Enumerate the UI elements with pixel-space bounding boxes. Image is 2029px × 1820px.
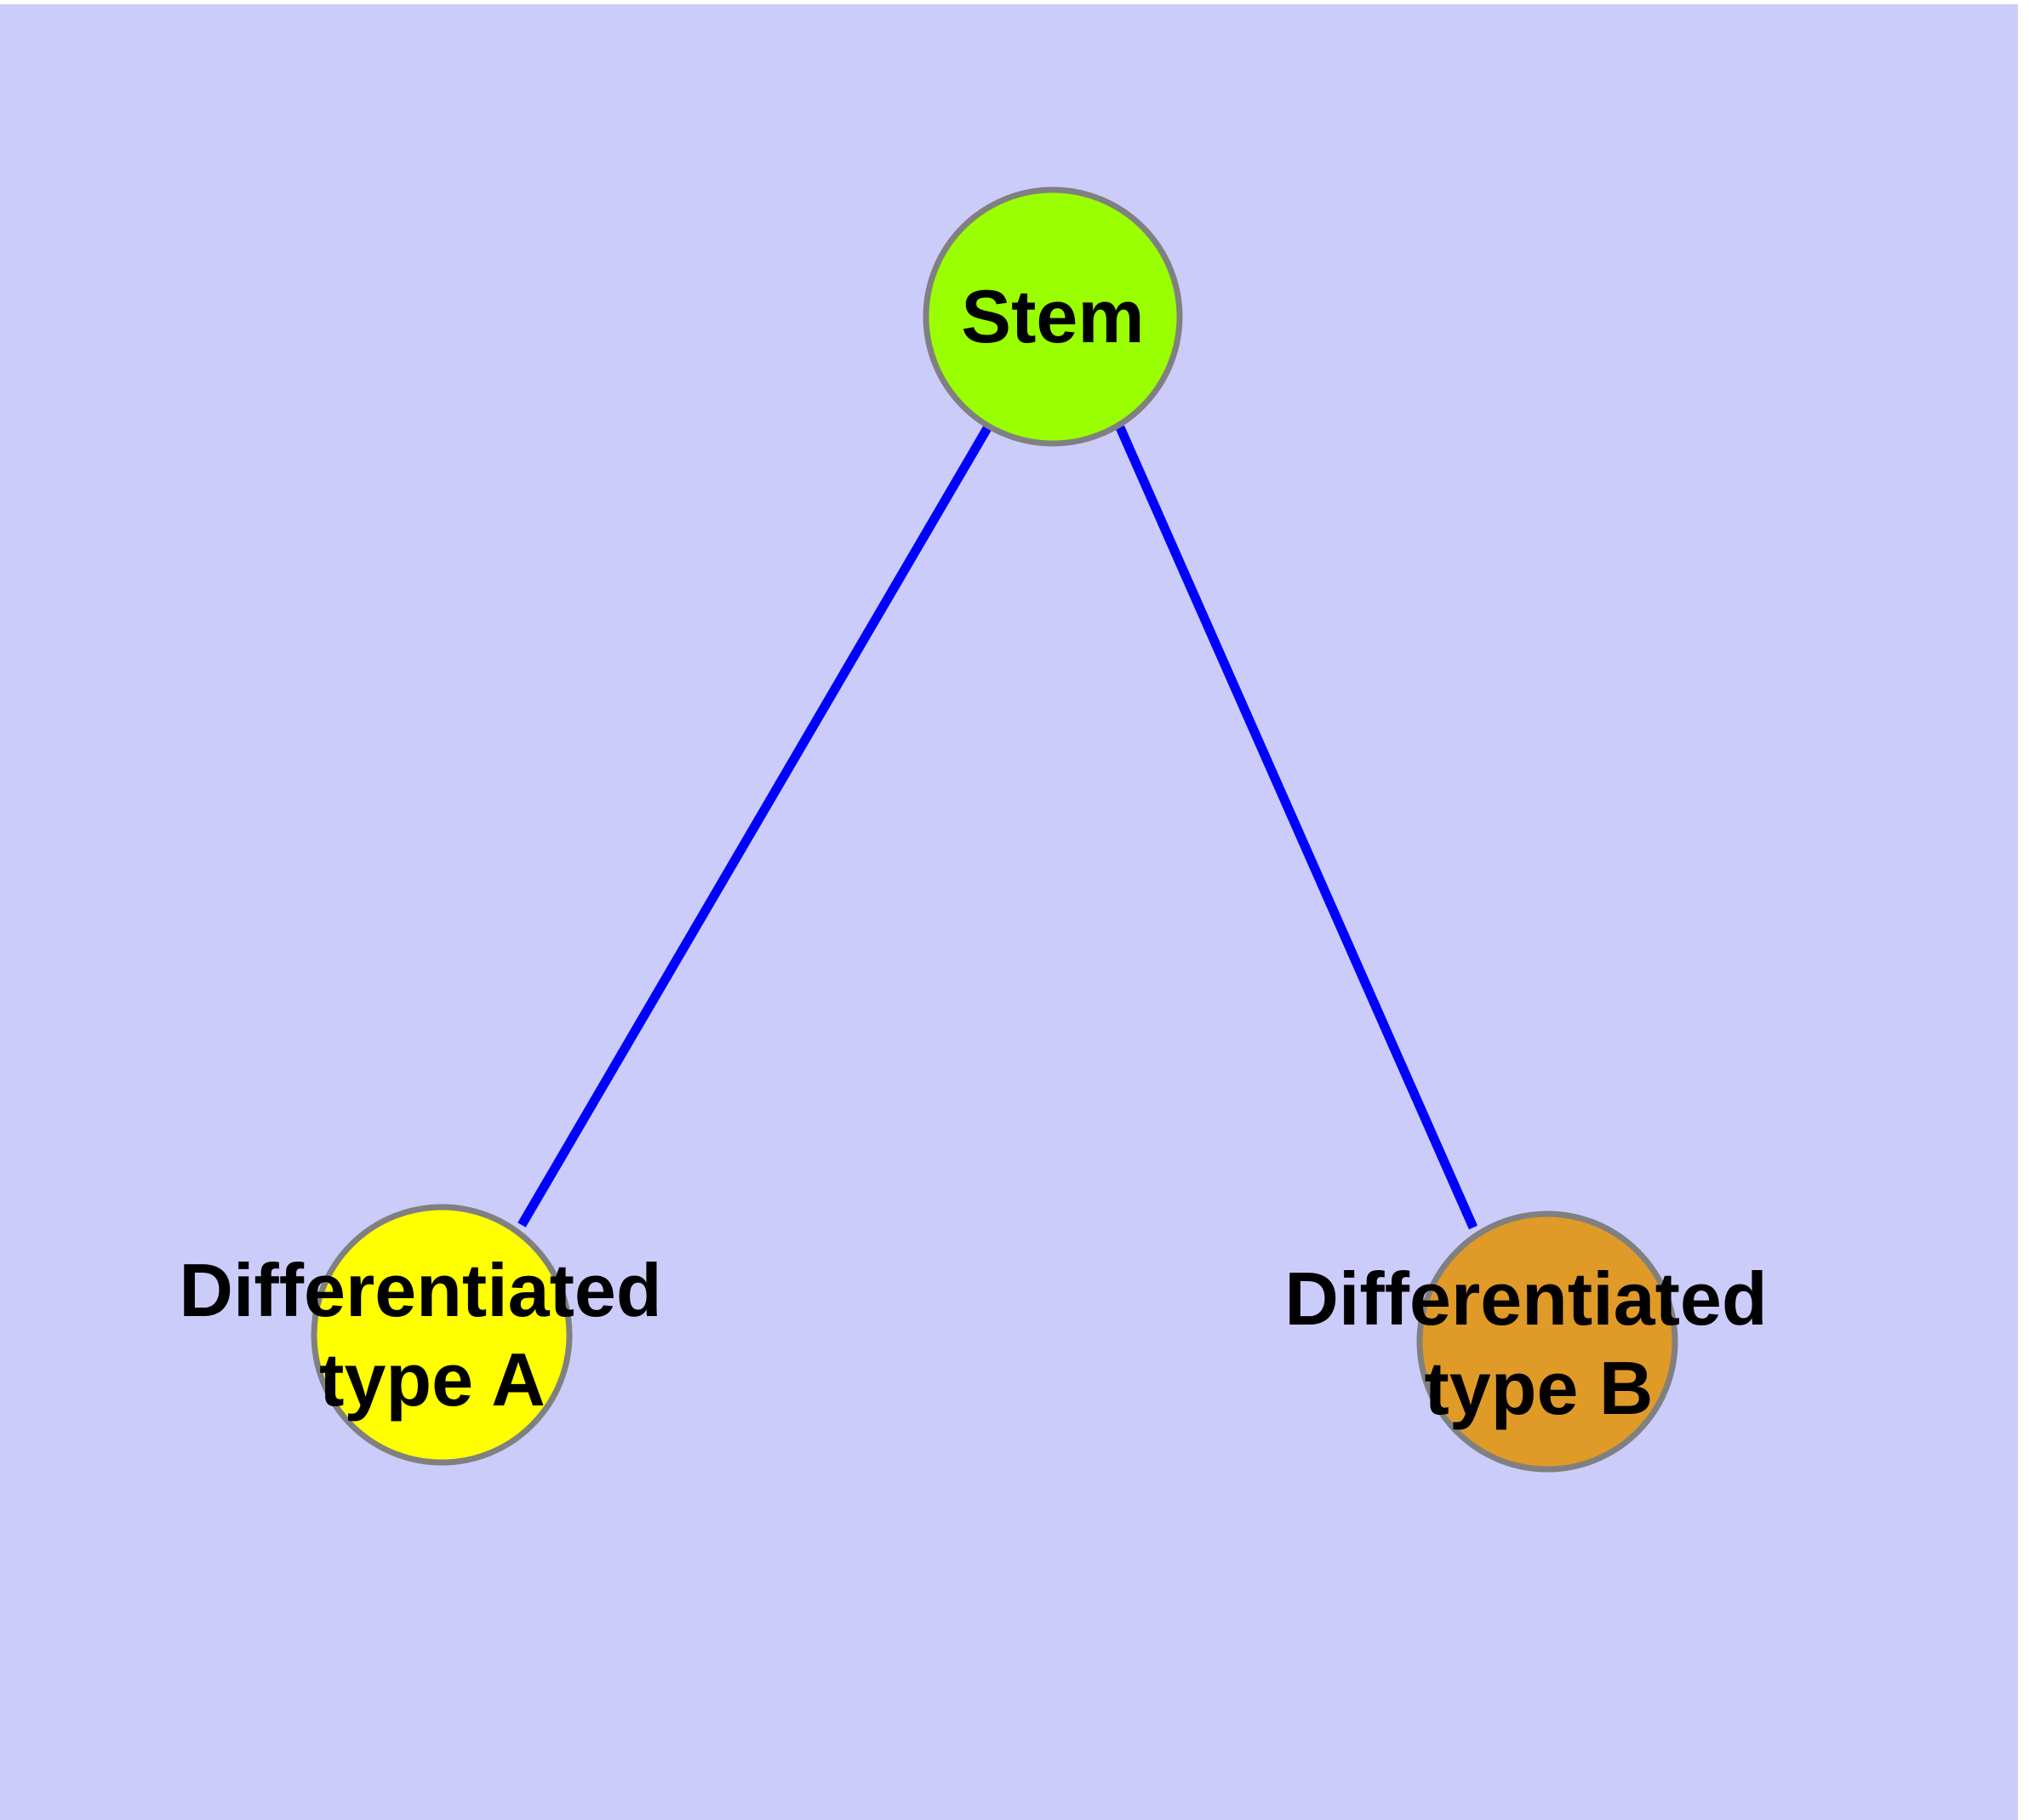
node-differentiated-type-b[interactable]: Differentiated type B bbox=[1284, 1210, 1768, 1473]
edge-stem-to-type-b[interactable] bbox=[1115, 425, 1478, 1230]
node-stem-circle[interactable] bbox=[923, 186, 1183, 447]
edge-group bbox=[517, 425, 1478, 1230]
node-type-b-label-line2: type B bbox=[1425, 1346, 1654, 1430]
edge-stem-to-type-a[interactable] bbox=[517, 426, 992, 1228]
node-type-a-circle[interactable] bbox=[311, 1204, 573, 1466]
node-type-b-label-line1: Differentiated bbox=[1284, 1256, 1767, 1341]
node-stem-label: Stem bbox=[961, 274, 1144, 358]
node-type-a-label-line1: Differentiated bbox=[179, 1248, 661, 1332]
node-type-b-circle[interactable] bbox=[1416, 1210, 1678, 1473]
node-type-a-label-line2: type A bbox=[319, 1337, 546, 1422]
node-stem[interactable]: Stem bbox=[923, 186, 1183, 447]
node-differentiated-type-a[interactable]: Differentiated type A bbox=[179, 1204, 662, 1466]
